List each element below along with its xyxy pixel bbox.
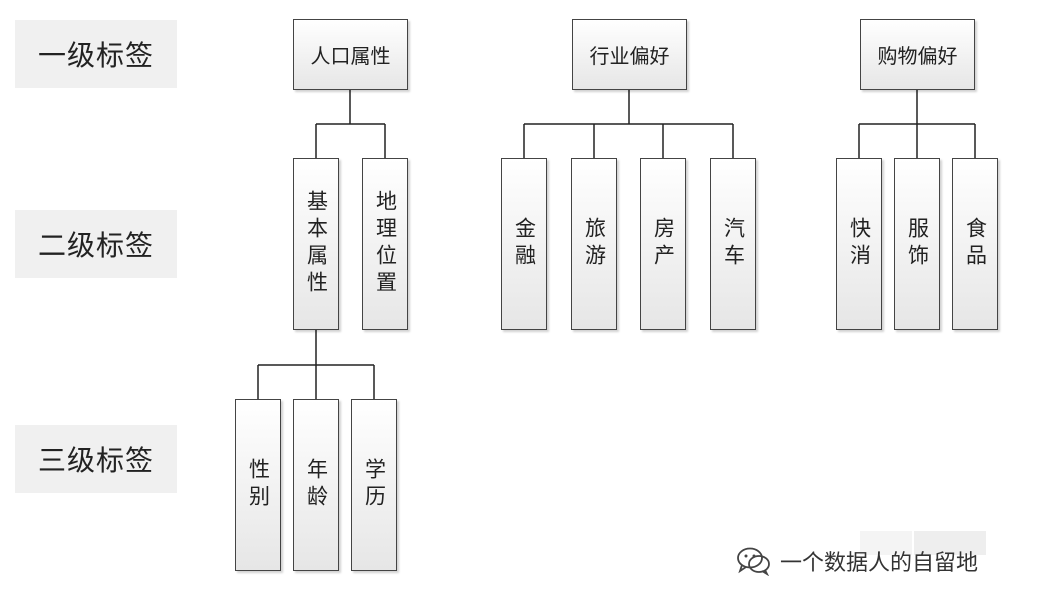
watermark-text: 一个数据人的自留地	[780, 551, 979, 576]
tag-food: 食品	[952, 158, 998, 330]
tag-label: 金融	[512, 217, 537, 271]
tag-label: 服饰	[905, 217, 930, 271]
wechat-icon	[737, 547, 770, 576]
tag-travel: 旅游	[571, 158, 617, 330]
tag-auto: 汽车	[710, 158, 756, 330]
tag-fmcg: 快消	[836, 158, 882, 330]
tag-label: 汽车	[721, 217, 746, 271]
level-2-label: 二级标签	[15, 210, 177, 278]
category-population: 人口属性	[293, 19, 408, 90]
category-industry: 行业偏好	[572, 19, 687, 90]
tag-label: 旅游	[582, 217, 607, 271]
tag-label: 食品	[963, 217, 988, 271]
level-1-label: 一级标签	[15, 20, 177, 88]
tag-label: 房产	[651, 217, 676, 271]
tag-label: 快消	[847, 217, 872, 271]
watermark-shade	[860, 531, 912, 555]
tag-finance: 金融	[501, 158, 547, 330]
tag-education: 学历	[351, 399, 397, 571]
tag-label: 学历	[362, 458, 387, 512]
tag-basic-attributes: 基本属性	[293, 158, 339, 330]
tag-label: 地理位置	[373, 190, 398, 298]
category-shopping: 购物偏好	[860, 19, 975, 90]
tag-age: 年龄	[293, 399, 339, 571]
tag-location: 地理位置	[362, 158, 408, 330]
tag-label: 基本属性	[304, 190, 329, 298]
watermark-shade	[914, 531, 986, 555]
tag-gender: 性别	[235, 399, 281, 571]
tag-label: 性别	[246, 458, 271, 512]
watermark: 一个数据人的自留地	[736, 544, 978, 578]
tag-real-estate: 房产	[640, 158, 686, 330]
tag-label: 年龄	[304, 458, 329, 512]
tag-apparel: 服饰	[894, 158, 940, 330]
level-3-label: 三级标签	[15, 425, 177, 493]
